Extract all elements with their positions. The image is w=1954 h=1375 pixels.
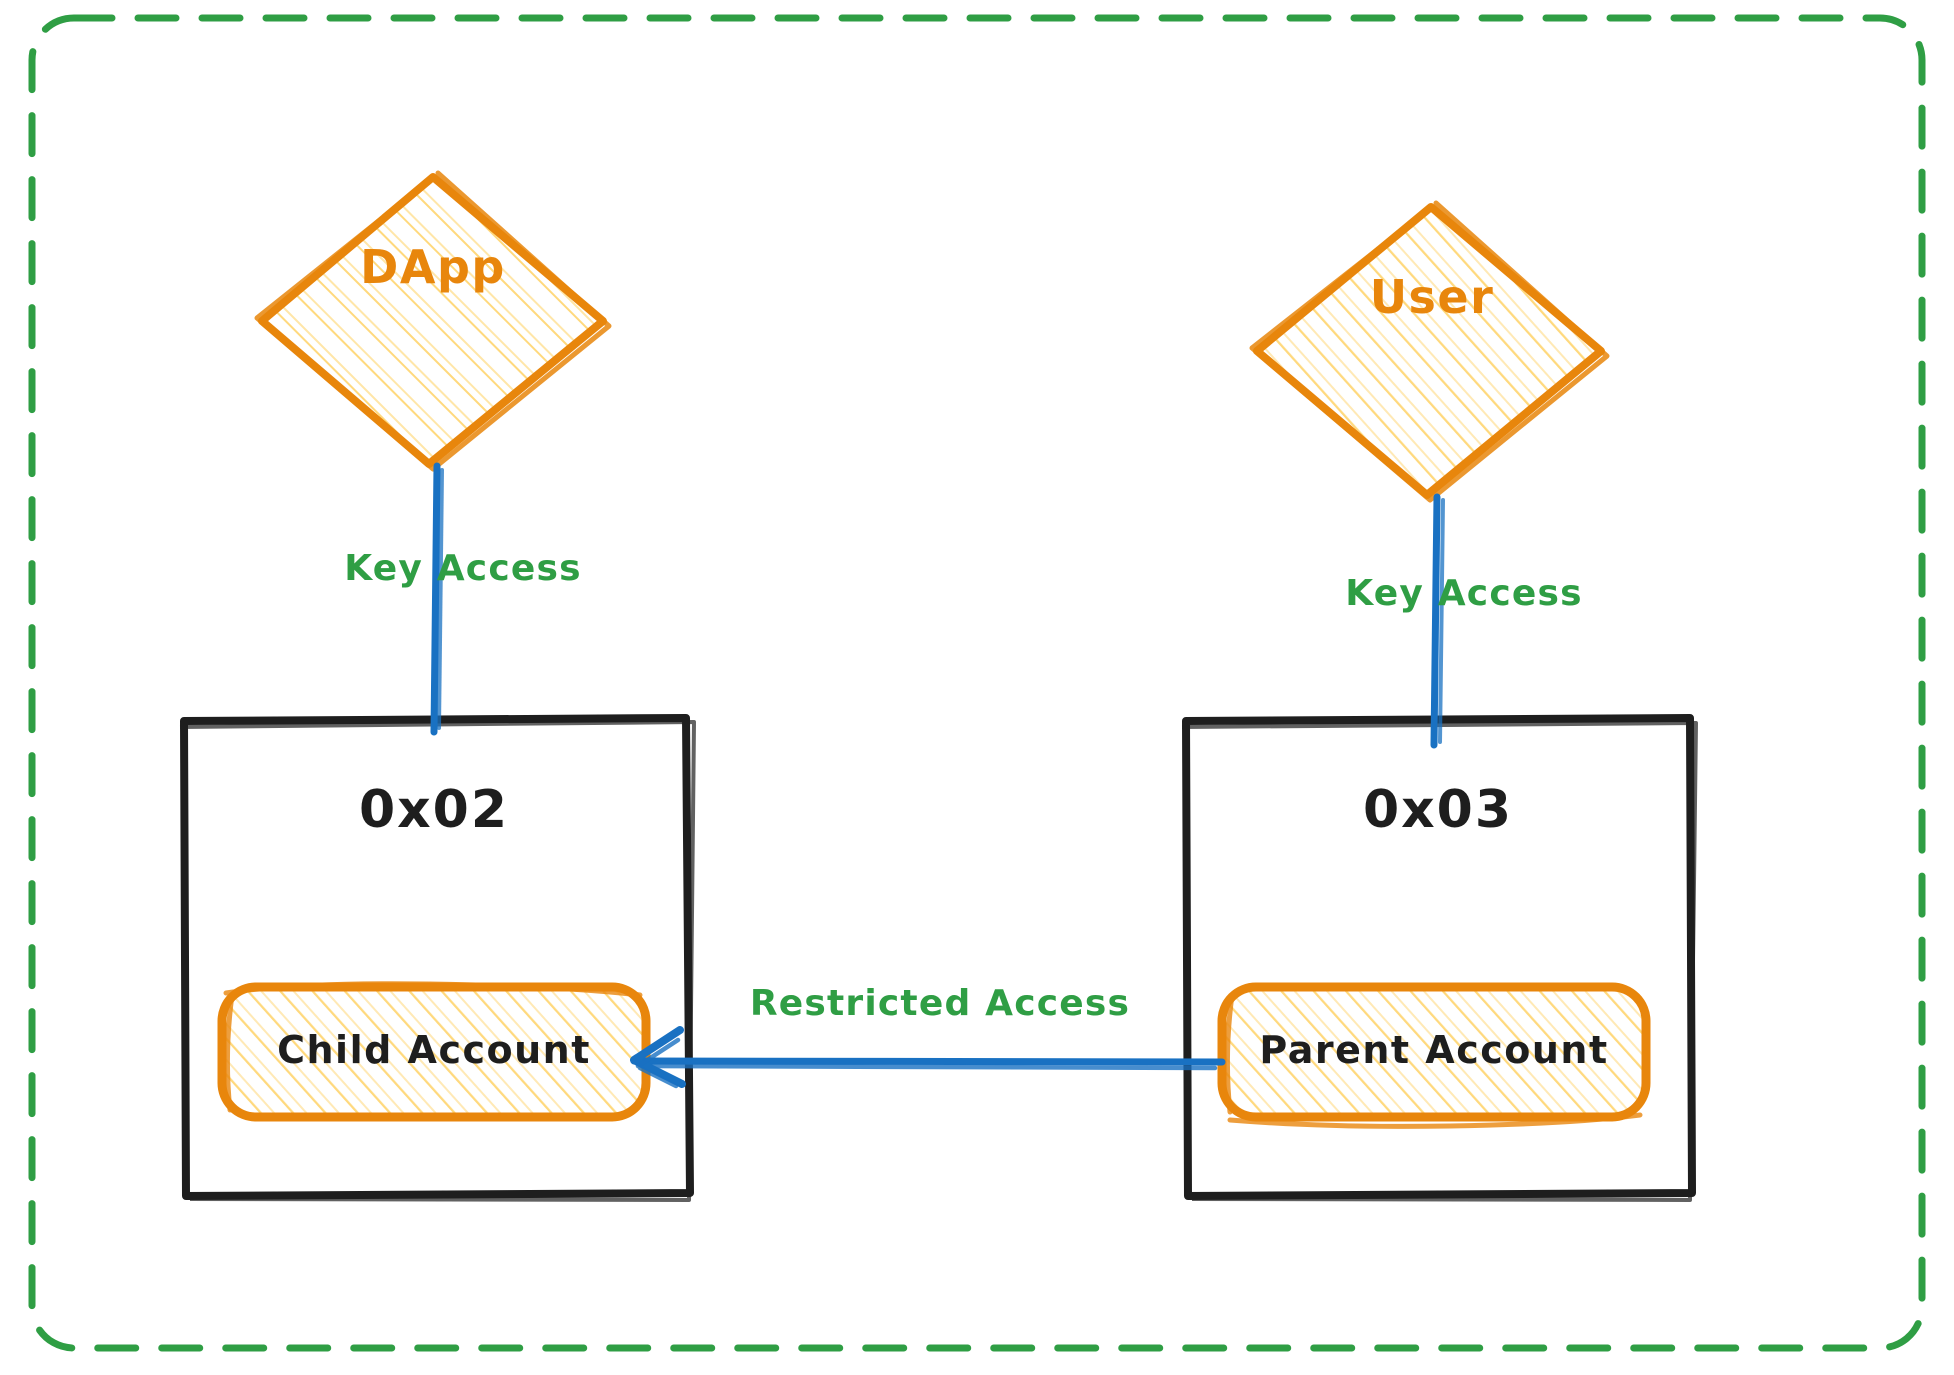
- parent-account-label: Parent Account: [1259, 1028, 1608, 1072]
- node-parent-account[interactable]: Parent Account: [1210, 975, 1660, 1135]
- edge-parent-to-child[interactable]: Restricted Access: [630, 983, 1226, 1089]
- edge-dapp-line: [430, 462, 441, 736]
- dapp-label: DApp: [360, 240, 506, 294]
- edge-restricted-line-2: [639, 1063, 1218, 1071]
- child-account-outline-2: [223, 981, 643, 1113]
- edge-user-line: [1430, 493, 1441, 749]
- parent-account-outline-2: [1224, 992, 1643, 1129]
- dashed-boundary: [28, 14, 1926, 1352]
- edge-dapp-label: Key Access: [344, 548, 582, 589]
- edge-dapp-to-child[interactable]: Key Access: [344, 462, 582, 736]
- parent-hatch-fill: [1222, 987, 1646, 1117]
- parent-account-outline: [1217, 982, 1651, 1122]
- node-child-account[interactable]: Child Account: [210, 975, 660, 1135]
- user-label: User: [1370, 270, 1495, 324]
- node-user[interactable]: User: [1244, 190, 1624, 520]
- edge-dapp-line-2: [437, 468, 444, 730]
- edge-user-to-parent[interactable]: Key Access: [1345, 493, 1583, 749]
- arrowhead-left-icon-2: [635, 1037, 681, 1089]
- dapp-hatch-fill: [262, 176, 604, 464]
- child-account-label: Child Account: [277, 1028, 591, 1072]
- dapp-outline-2: [254, 170, 612, 472]
- edge-user-label: Key Access: [1345, 573, 1583, 614]
- edge-restricted-line: [630, 1057, 1226, 1066]
- box-0x02-title: 0x02: [359, 780, 509, 840]
- user-outline-2: [1249, 200, 1610, 503]
- edge-restricted-label: Restricted Access: [750, 983, 1130, 1024]
- user-hatch-fill: [1256, 206, 1602, 496]
- edge-user-line-2: [1438, 498, 1445, 744]
- node-dapp[interactable]: DApp: [250, 160, 630, 490]
- child-hatch-fill: [222, 987, 646, 1117]
- box-0x03-title: 0x03: [1363, 780, 1513, 840]
- node-account-0x02[interactable]: 0x02: [179, 714, 696, 1202]
